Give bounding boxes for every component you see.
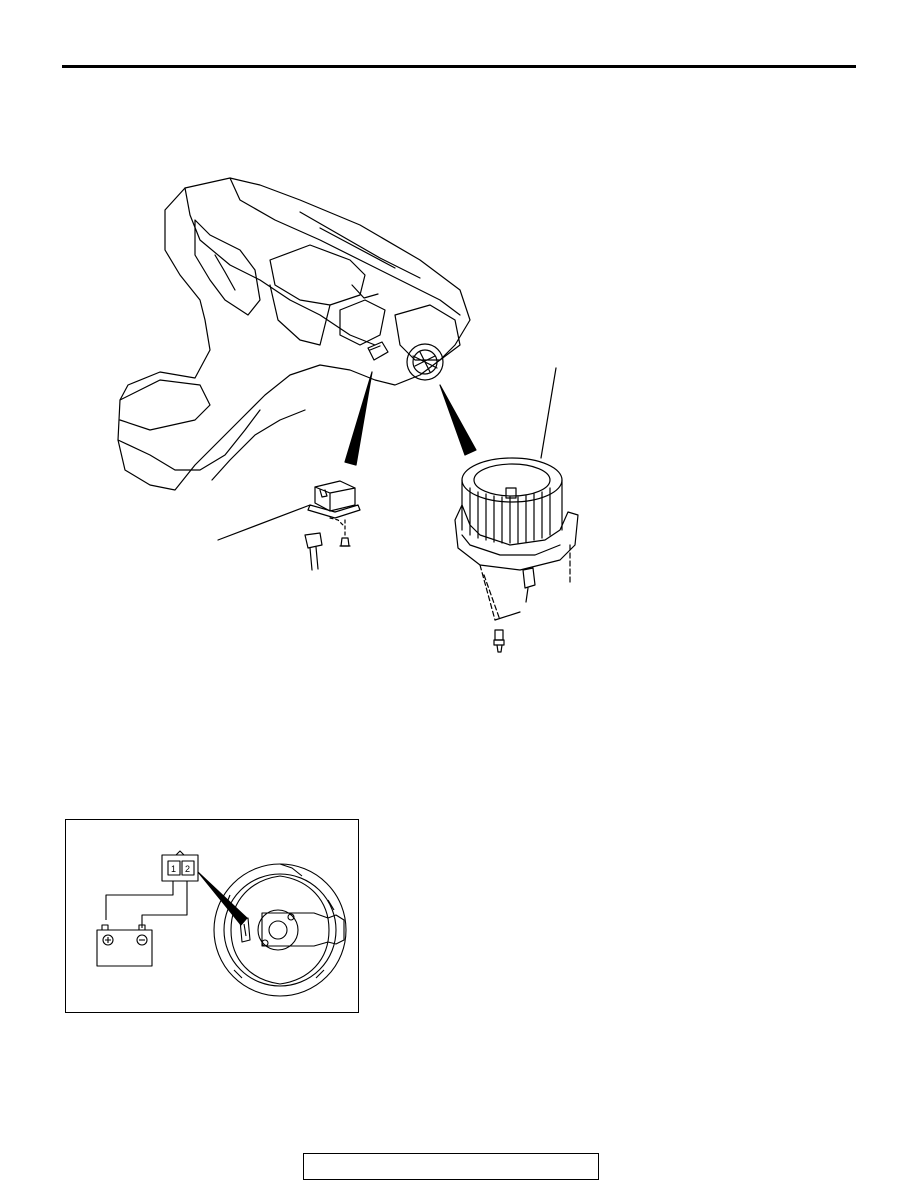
motor-check-inset: 1 2 — [65, 819, 359, 1013]
resistor-pointer — [344, 371, 373, 466]
blower-motor-rear-view — [213, 863, 347, 997]
instrument-panel-drawing — [117, 177, 471, 491]
blower-resistor-drawing — [217, 480, 361, 571]
check-pointer — [197, 871, 248, 926]
minus-terminal-icon — [136, 934, 148, 946]
terminal-1-label: 1 — [171, 864, 176, 874]
battery — [96, 929, 153, 967]
negative-wire — [141, 881, 188, 928]
motor-pointer — [439, 384, 477, 456]
connector-block — [161, 854, 199, 882]
blower-motor-drawing — [454, 367, 579, 653]
header-rule — [62, 65, 856, 68]
blower-assembly-illustration — [117, 177, 579, 653]
terminal-2-label: 2 — [185, 864, 190, 874]
positive-wire — [105, 881, 174, 920]
page-footer-box — [303, 1153, 599, 1180]
plus-terminal-icon — [102, 934, 114, 946]
motor-check-diagram: 1 2 — [96, 850, 347, 997]
